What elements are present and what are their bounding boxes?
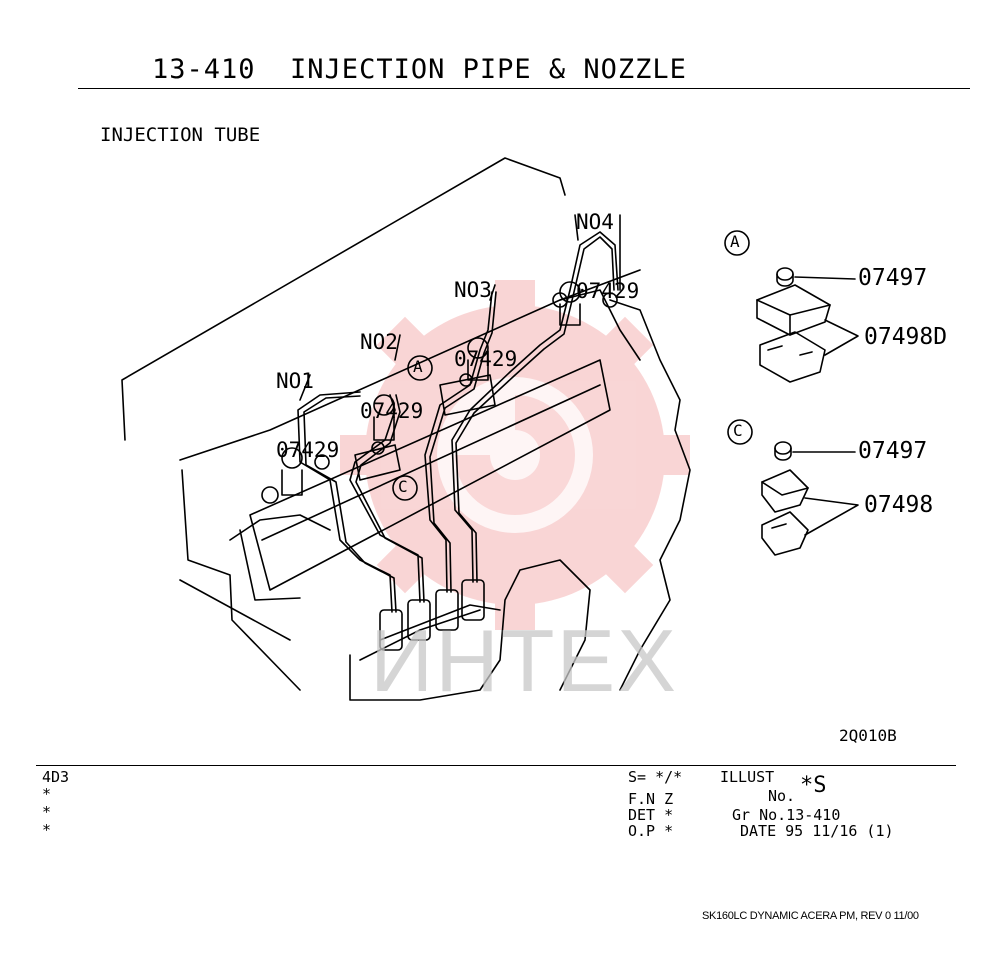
callout-no3-part: 07429	[454, 347, 518, 371]
detail-a-clamp-part: 07498D	[864, 324, 948, 350]
callout-no2: NO2 07429	[360, 285, 423, 446]
info-left-star-1: *	[42, 785, 52, 803]
callout-no2-part: 07429	[360, 399, 424, 423]
info-det-field: DET *	[628, 806, 674, 824]
info-left-star-2: *	[42, 803, 52, 821]
callout-no4-label: NO4	[576, 210, 614, 234]
page-title: 13-410 INJECTION PIPE & NOZZLE	[152, 54, 687, 85]
footer-text: SK160LC DYNAMIC ACERA PM, REV 0 11/00	[702, 910, 919, 922]
callout-no4: NO4 07429	[576, 165, 639, 326]
callout-no1-part: 07429	[276, 438, 340, 462]
marker-c-detail: C	[733, 421, 743, 440]
marker-a-main: A	[413, 357, 423, 376]
callout-no1: NO1 07429	[276, 324, 339, 485]
callout-no4-part: 07429	[576, 279, 640, 303]
detail-c-nut-part: 07497	[858, 438, 928, 464]
info-group-no: Gr No.13-410	[732, 806, 841, 824]
info-date-line: DATE 95 11/16 (1)	[740, 822, 894, 840]
info-s-field: S= */*	[628, 768, 683, 786]
detail-c-clamp-part: 07498	[864, 492, 934, 518]
callout-no3: NO3 07429	[454, 233, 517, 394]
watermark-text: ИНТЕХ	[370, 611, 678, 710]
info-left-code: 4D3	[42, 768, 70, 786]
detail-a-nut-part: 07497	[858, 265, 928, 291]
title-divider	[78, 88, 970, 89]
callout-no2-label: NO2	[360, 330, 398, 354]
callout-no3-label: NO3	[454, 278, 492, 302]
info-illust-label: ILLUST	[720, 768, 775, 786]
info-illust-value: *S	[800, 773, 827, 798]
marker-a-detail: A	[730, 232, 740, 251]
marker-c-main: C	[398, 477, 408, 496]
info-left-star-3: *	[42, 821, 52, 839]
info-op-field: O.P *	[628, 822, 674, 840]
callout-no1-label: NO1	[276, 369, 314, 393]
info-fnz-field: F.N Z	[628, 790, 674, 808]
info-illust-no-label: No.	[768, 787, 796, 805]
info-divider	[36, 765, 956, 766]
section-subtitle: INJECTION TUBE	[100, 124, 261, 146]
drawing-number: 2Q010B	[839, 726, 897, 745]
